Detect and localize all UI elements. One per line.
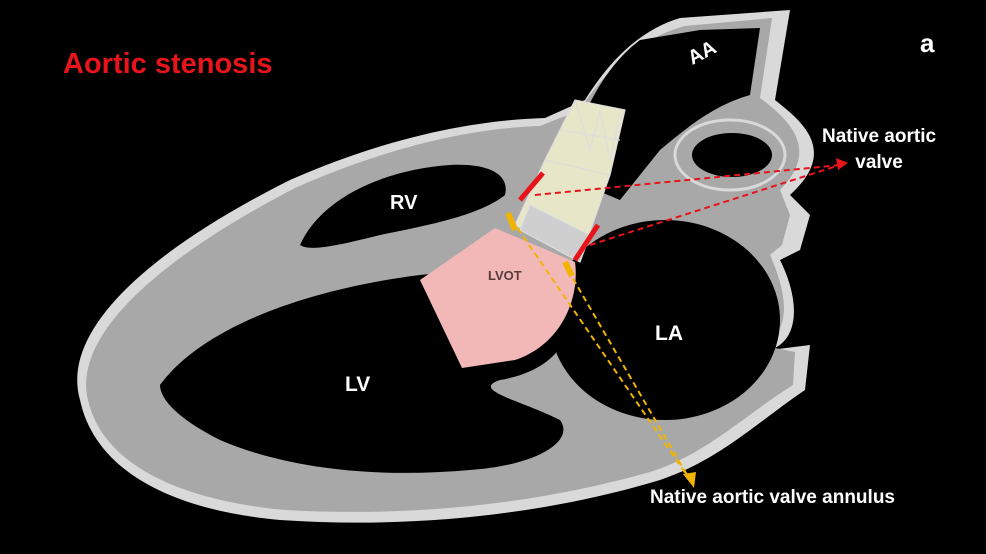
label-rv: RV	[390, 192, 418, 214]
label-lvot: LVOT	[488, 268, 522, 283]
rv-cavity	[300, 164, 506, 248]
diagram-title: Aortic stenosis	[63, 48, 273, 80]
native-valve-leaflet	[518, 171, 545, 202]
native-valve-arrows	[534, 164, 841, 246]
panel-label: a	[920, 28, 935, 58]
label-line: valve	[855, 152, 903, 173]
native-valve-leaflet	[572, 223, 601, 262]
label-la: LA	[655, 322, 683, 345]
label-lv: LV	[345, 373, 371, 396]
label-line: Native aortic	[822, 126, 937, 147]
annulus-arrows	[511, 219, 691, 481]
la-cavity	[550, 220, 780, 420]
label-native-aortic-valve: Native aortic valve	[822, 124, 936, 176]
lvot-region	[420, 228, 576, 368]
label-native-aortic-valve-annulus: Native aortic valve annulus	[650, 487, 895, 508]
